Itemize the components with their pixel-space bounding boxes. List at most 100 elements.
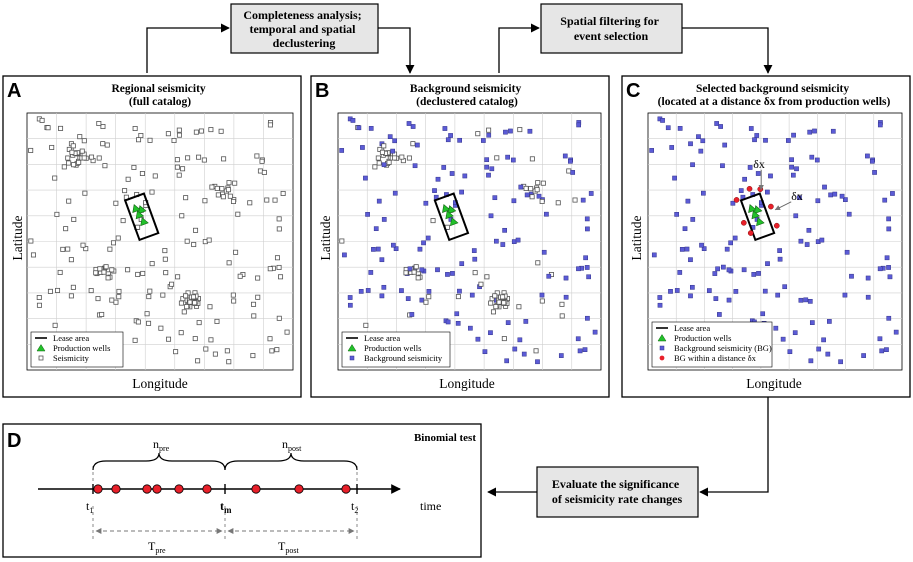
seismicity-marker	[426, 294, 432, 300]
background-marker	[742, 176, 747, 182]
background-marker	[511, 198, 517, 204]
background-marker	[486, 172, 491, 178]
seismicity-marker	[178, 330, 184, 336]
seismicity-marker	[113, 299, 119, 305]
panel-b-ylabel: Latitude	[318, 216, 333, 261]
background-marker	[861, 353, 866, 358]
arrow-a-to-completeness	[146, 23, 230, 73]
seismicity-marker	[233, 249, 239, 255]
background-marker	[484, 157, 490, 163]
seismicity-marker	[152, 173, 158, 179]
background-marker	[782, 284, 788, 290]
seismicity-marker	[381, 143, 387, 149]
background-marker	[884, 347, 889, 352]
event-dot	[111, 484, 121, 494]
seismicity-marker	[125, 267, 131, 273]
background-marker	[494, 238, 499, 244]
background-marker	[828, 192, 833, 198]
background-marker	[789, 164, 794, 170]
seismicity-marker	[179, 213, 185, 219]
background-marker	[539, 292, 545, 298]
background-marker	[849, 273, 854, 279]
completeness-box: Completeness analysis; temporal and spat…	[230, 3, 379, 54]
panel-b-title-2: (declustered catalog)	[416, 96, 518, 108]
seismicity-marker	[215, 192, 221, 198]
background-marker	[432, 188, 437, 193]
seismicity-marker	[125, 176, 131, 182]
seismicity-marker	[76, 159, 82, 165]
background-marker	[459, 189, 464, 195]
background-marker	[575, 336, 581, 342]
label-tm: tm	[220, 499, 232, 515]
background-marker	[752, 137, 757, 143]
seismicity-marker	[52, 322, 58, 328]
binomial-test-title: Binomial test	[414, 432, 476, 444]
legend-well-swatch	[36, 344, 46, 352]
legend-label: Lease area	[364, 333, 400, 343]
seismicity-marker	[278, 274, 284, 280]
seismicity-marker	[208, 127, 214, 133]
seismicity-marker	[193, 129, 199, 135]
spatial-filter-box: Spatial filtering for event selection	[540, 3, 683, 54]
background-marker	[726, 297, 732, 303]
background-marker	[347, 302, 353, 308]
panel-b-xlabel: Longitude	[439, 376, 495, 391]
panel-d: D Binomial test npre npost	[7, 430, 476, 555]
seismicity-marker	[160, 292, 166, 298]
seismicity-marker	[175, 274, 181, 280]
background-marker	[690, 284, 695, 290]
panel-c-ylabel: Latitude	[629, 216, 644, 261]
background-marker	[827, 319, 832, 324]
panel-a-ylabel: Latitude	[10, 216, 25, 261]
event-dot	[294, 484, 304, 494]
seismicity-marker	[36, 302, 42, 308]
seismicity-marker	[162, 256, 168, 262]
seismicity-marker	[96, 155, 102, 161]
event-dot	[174, 484, 184, 494]
seismicity-marker	[212, 351, 218, 357]
seismicity-marker	[410, 141, 416, 147]
seismicity-marker	[255, 294, 261, 300]
background-marker	[843, 197, 848, 202]
background-marker	[819, 237, 825, 243]
background-marker	[768, 173, 773, 179]
background-marker	[585, 315, 590, 321]
background-marker	[668, 289, 673, 294]
background-marker	[789, 157, 794, 163]
seismicity-marker	[280, 190, 286, 196]
background-marker	[690, 162, 695, 168]
production-well-marker	[756, 217, 765, 227]
seismicity-marker	[135, 319, 141, 325]
seismicity-marker	[198, 128, 204, 134]
background-marker	[457, 288, 462, 294]
seismicity-marker	[475, 131, 481, 137]
seismicity-marker	[493, 304, 499, 310]
background-marker	[809, 320, 815, 325]
background-marker	[358, 289, 364, 294]
seismicity-marker	[231, 298, 237, 304]
background-marker	[657, 302, 663, 308]
background-marker	[409, 312, 415, 317]
seismicity-marker	[138, 133, 144, 139]
seismicity-marker	[169, 281, 175, 287]
background-marker	[821, 337, 826, 343]
event-dots	[93, 484, 351, 494]
background-marker	[751, 272, 757, 277]
background-marker	[563, 294, 569, 300]
seismicity-marker	[276, 315, 282, 321]
background-marker	[665, 125, 671, 131]
seismicity-marker	[122, 188, 128, 194]
background-marker	[713, 296, 719, 301]
seismicity-marker	[190, 294, 196, 300]
panel-a-frame	[2, 75, 302, 398]
seismicity-marker	[363, 322, 369, 328]
legend-label: Production wells	[364, 343, 421, 353]
panel-a-title-1: Regional seismicity	[111, 83, 205, 95]
background-marker	[399, 288, 404, 293]
seismicity-marker	[71, 162, 77, 168]
background-marker	[649, 148, 655, 153]
svg-text:Spatial filtering for ev: Spatial filtering for event selection	[560, 14, 661, 43]
background-marker	[688, 293, 693, 299]
seismicity-marker	[276, 226, 282, 232]
background-marker	[696, 134, 701, 140]
